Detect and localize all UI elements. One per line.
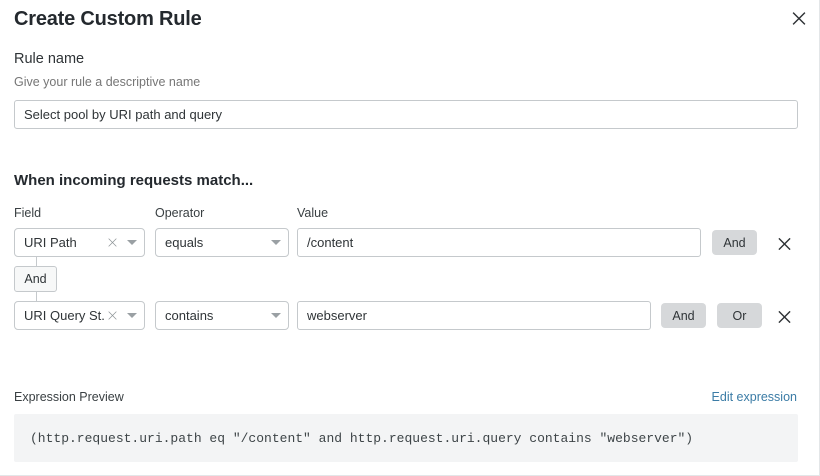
chevron-down-icon[interactable] bbox=[120, 313, 144, 318]
edit-expression-link[interactable]: Edit expression bbox=[711, 390, 797, 404]
match-section-heading: When incoming requests match... bbox=[14, 172, 254, 189]
close-icon[interactable] bbox=[788, 7, 810, 29]
field-select-row-1[interactable]: URI Path bbox=[14, 228, 145, 257]
field-select-row-2[interactable]: URI Query St... bbox=[14, 301, 145, 330]
chevron-down-icon[interactable] bbox=[264, 313, 288, 318]
value-input-row-2[interactable] bbox=[297, 301, 651, 330]
field-select-value-row-1: URI Path bbox=[24, 235, 77, 250]
expression-preview-text: (http.request.uri.path eq "/content" and… bbox=[30, 430, 694, 446]
rule-name-label: Rule name bbox=[14, 51, 85, 67]
rule-name-input[interactable] bbox=[14, 100, 798, 129]
connector-line-top bbox=[36, 257, 37, 267]
expression-preview-box: (http.request.uri.path eq "/content" and… bbox=[14, 414, 798, 462]
clear-icon[interactable] bbox=[105, 311, 120, 320]
clear-icon[interactable] bbox=[105, 238, 120, 247]
and-button-row-1[interactable]: And bbox=[712, 230, 757, 255]
chevron-down-icon[interactable] bbox=[264, 240, 288, 245]
chevron-down-icon[interactable] bbox=[120, 240, 144, 245]
and-button-row-2[interactable]: And bbox=[661, 303, 706, 328]
delete-row-1-button[interactable] bbox=[774, 233, 794, 253]
column-header-value: Value bbox=[297, 206, 329, 220]
expression-preview-label: Expression Preview bbox=[14, 390, 124, 404]
rule-name-hint: Give your rule a descriptive name bbox=[14, 75, 201, 89]
operator-select-value-row-2: contains bbox=[165, 308, 214, 323]
operator-select-value-row-1: equals bbox=[165, 235, 204, 250]
column-header-field: Field bbox=[14, 206, 42, 220]
delete-row-2-button[interactable] bbox=[774, 306, 794, 326]
operator-select-row-2[interactable]: contains bbox=[155, 301, 289, 330]
connector-line-bottom bbox=[36, 292, 37, 302]
operator-select-row-1[interactable]: equals bbox=[155, 228, 289, 257]
or-button-row-2[interactable]: Or bbox=[717, 303, 762, 328]
connector-and-badge[interactable]: And bbox=[14, 266, 57, 292]
column-header-operator: Operator bbox=[155, 206, 205, 220]
value-input-row-1[interactable] bbox=[297, 228, 701, 257]
page-title: Create Custom Rule bbox=[14, 8, 202, 30]
field-select-value-row-2: URI Query St... bbox=[24, 308, 105, 323]
